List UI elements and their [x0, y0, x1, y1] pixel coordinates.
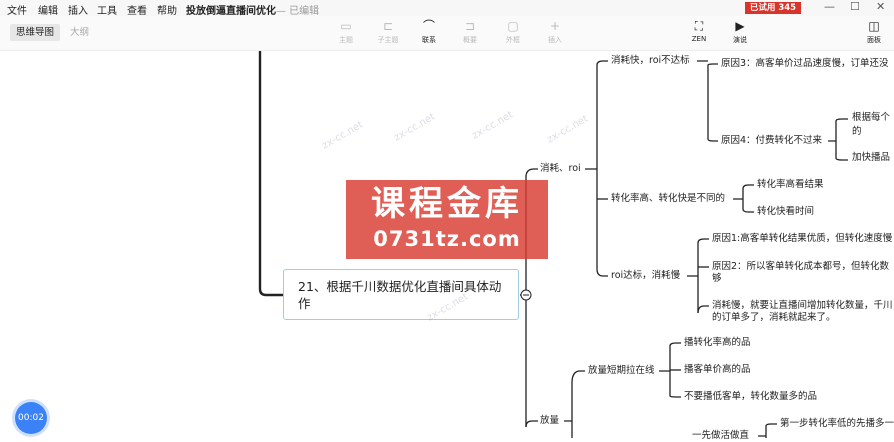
menu-view[interactable]: 查看 — [127, 6, 147, 17]
branch-reason4[interactable]: 原因4：付费转化不过来 — [721, 135, 823, 146]
close-icon[interactable]: ✕ — [876, 0, 886, 13]
zen-icon: ⛶ — [694, 19, 704, 33]
toolbar: 思维导图 大纲 ▭ 主题 ⊏ 子主题 ⌒ 联系 ⊐ 概要 ▢ 外框 + 插入 ⛶… — [0, 16, 894, 51]
branch-xiaohao-roi[interactable]: 消耗、roi — [540, 163, 581, 174]
menu-insert[interactable]: 插入 — [68, 6, 88, 17]
branch-reason2[interactable]: 原因2：所以客单转化成本都号，但转化数 够 — [712, 261, 890, 284]
summary-icon: ⊐ — [464, 19, 476, 33]
mindmap-canvas[interactable]: 消耗、roi 消耗快，roi不达标 原因3：高客单价过品速度慢，订单还没 原因4… — [0, 51, 894, 441]
menu-help[interactable]: 帮助 — [157, 6, 177, 17]
menu-file[interactable]: 文件 — [7, 6, 27, 17]
subtopic-icon: ⊏ — [382, 19, 394, 33]
branch-genju[interactable]: 根据每个 — [852, 112, 891, 123]
recording-timer[interactable]: 00:02 — [15, 402, 47, 434]
watermark-line2: 0731tz.com — [373, 227, 521, 251]
branch-xiaohao-fast[interactable]: 消耗快，roi不达标 — [611, 55, 690, 66]
branch-no-low-price[interactable]: 不要播低客单，转化数量多的品 — [684, 391, 818, 402]
tab-mindmap[interactable]: 思维导图 — [10, 24, 61, 41]
watermark-line1: 课程金库 — [371, 184, 523, 224]
minimize-icon[interactable]: — — [824, 0, 835, 13]
subtopic-button[interactable]: ⊏ 子主题 — [370, 19, 406, 45]
watermark-banner: 课程金库 0731tz.com — [346, 180, 548, 259]
menu-bar: 文件 编辑 插入 工具 查看 帮助 投放倒逼直播间优化 — 已编辑 已试用 34… — [0, 0, 894, 25]
relationship-icon: ⌒ — [422, 19, 435, 33]
plus-icon: + — [549, 19, 561, 33]
branch-roi-slow[interactable]: roi达标，消耗慢 — [611, 270, 681, 281]
branch-high-price[interactable]: 播客单价高的品 — [684, 364, 751, 375]
branch-jiakuai[interactable]: 加快播品 — [852, 152, 891, 163]
summary-button[interactable]: ⊐ 概要 — [452, 19, 488, 45]
topic-icon: ▭ — [340, 19, 352, 33]
branch-high-conversion[interactable]: 播转化率高的品 — [684, 337, 751, 348]
branch-xian-zuo[interactable]: 一先做活做直 — [692, 430, 750, 441]
maximize-icon[interactable]: ☐ — [850, 0, 860, 13]
panel-icon: ◫ — [868, 19, 880, 33]
play-icon: ▶ — [735, 19, 745, 33]
present-button[interactable]: ▶ 演说 — [722, 19, 758, 45]
central-topic[interactable]: 21、根据千川数据优化直播间具体动作 — [283, 269, 519, 320]
branch-fangliang[interactable]: 放量 — [540, 415, 560, 426]
boundary-button[interactable]: ▢ 外框 — [495, 19, 531, 45]
branch-slow-spend[interactable]: 消耗慢，就要让直播间增加转化数量，千川 的订单多了，消耗就起来了。 — [712, 300, 893, 323]
menu-edit[interactable]: 编辑 — [38, 6, 58, 17]
branch-conversion[interactable]: 转化率高、转化快是不同的 — [611, 193, 726, 204]
panel-button[interactable]: ◫ 面板 — [856, 19, 892, 45]
branch-reason1[interactable]: 原因1:高客单转化结果优质，但转化速度慢 — [712, 233, 893, 244]
branch-conversion-rate[interactable]: 转化率高看结果 — [757, 179, 824, 190]
branch-short-term[interactable]: 放量短期拉在线 — [588, 365, 655, 376]
topic-button[interactable]: ▭ 主题 — [328, 19, 364, 45]
menu-tools[interactable]: 工具 — [97, 6, 117, 17]
tab-outline[interactable]: 大纲 — [70, 27, 90, 38]
trial-badge[interactable]: 已试用 345 天 — [745, 2, 801, 25]
relationship-button[interactable]: ⌒ 联系 — [411, 19, 447, 45]
insert-button[interactable]: + 插入 — [537, 19, 573, 45]
branch-conversion-speed[interactable]: 转化快看时间 — [757, 206, 815, 217]
edit-status: — 已编辑 — [276, 6, 320, 17]
boundary-icon: ▢ — [507, 19, 519, 33]
branch-reason3[interactable]: 原因3：高客单价过品速度慢，订单还没 — [721, 58, 889, 69]
branch-de[interactable]: 的 — [852, 126, 862, 137]
zen-button[interactable]: ⛶ ZEN — [681, 19, 717, 43]
document-title: 投放倒逼直播间优化 — [186, 6, 276, 17]
branch-step1[interactable]: 第一步转化率低的先播多一 — [780, 418, 894, 429]
